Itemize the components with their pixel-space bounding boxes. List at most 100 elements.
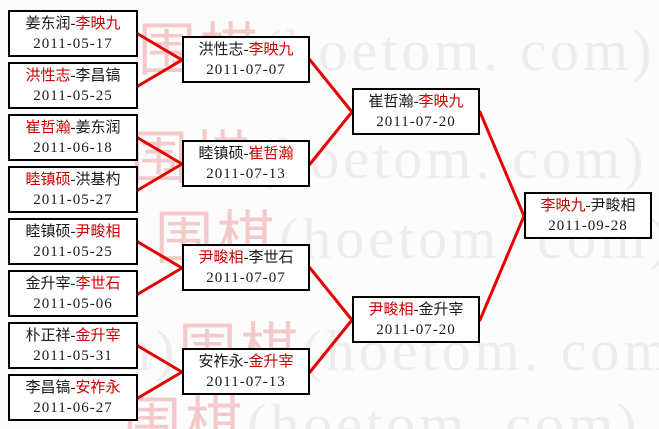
match-box-r1-3: 崔哲瀚-姜东润 2011-06-18 (8, 114, 138, 161)
player-name: 姜东润 (75, 120, 121, 136)
match-box-r1-2: 洪性志-李昌镐 2011-05-25 (8, 62, 138, 109)
match-players: 睦镇硕-尹畯相 (10, 222, 136, 242)
player-name-winner: 崔哲瀚 (248, 146, 294, 162)
player-name-winner: 尹畯相 (75, 224, 121, 240)
connector-line (136, 370, 184, 400)
match-date: 2011-07-13 (206, 374, 286, 390)
watermark-row: 围棋(hoetom. com) (123, 396, 640, 429)
match-box-r2-2: 睦镇硕-崔哲瀚 2011-07-13 (182, 140, 310, 187)
watermark-row: 围棋(hoetom. com) (138, 22, 655, 80)
dash: - (585, 198, 591, 214)
dash: - (413, 94, 419, 110)
player-name: 金升宰 (418, 302, 464, 318)
match-box-sf-1: 崔哲瀚-李映九 2011-07-20 (352, 88, 480, 135)
match-players: 崔哲瀚-姜东润 (10, 118, 136, 138)
connector-line (308, 266, 354, 322)
dash: - (243, 146, 249, 162)
match-box-r2-3: 尹畯相-李世石 2011-07-07 (182, 244, 310, 291)
dash: - (243, 250, 249, 266)
player-name: 朴正祥 (25, 328, 71, 344)
watermark-site-text: (hoetom. com) (247, 392, 641, 429)
match-players: 李映九-尹畯相 (526, 196, 650, 216)
dash: - (70, 120, 76, 136)
watermark-site-text: (hoetom. com) (262, 18, 656, 83)
player-name-winner: 尹畯相 (198, 250, 244, 266)
match-players: 朴正祥-金升宰 (10, 326, 136, 346)
match-box-final: 李映九-尹畯相 2011-09-28 (524, 192, 652, 239)
match-box-r1-4: 睦镇硕-洪基杓 2011-05-27 (8, 166, 138, 213)
dash: - (70, 224, 76, 240)
dash: - (70, 380, 76, 396)
match-date: 2011-06-18 (33, 140, 113, 156)
player-name-winner: 安祚永 (75, 380, 121, 396)
player-name-winner: 李映九 (75, 16, 121, 32)
connector-line (136, 136, 184, 166)
dash: - (70, 68, 76, 84)
connector-line (308, 58, 354, 114)
match-players: 洪性志-李昌镐 (10, 66, 136, 86)
watermark-cjk-text: 围棋 (123, 392, 248, 429)
match-players: 睦镇硕-崔哲瀚 (184, 144, 308, 164)
match-box-r2-1: 洪性志-李映九 2011-07-07 (182, 36, 310, 83)
match-date: 2011-07-20 (376, 322, 456, 338)
player-name: 尹畯相 (590, 198, 636, 214)
player-name-winner: 金升宰 (248, 354, 294, 370)
match-date: 2011-07-07 (206, 62, 286, 78)
player-name: 姜东润 (25, 16, 71, 32)
match-players: 崔哲瀚-李映九 (354, 92, 478, 112)
match-date: 2011-05-06 (33, 296, 113, 312)
player-name-winner: 尹畯相 (368, 302, 414, 318)
match-box-r1-8: 李昌镐-安祚永 2011-06-27 (8, 374, 138, 421)
player-name: 崔哲瀚 (368, 94, 414, 110)
dash: - (70, 16, 76, 32)
watermark-site-text: (hoetom. com) (254, 126, 648, 191)
player-name-winner: 李世石 (75, 276, 121, 292)
match-date: 2011-07-13 (206, 166, 286, 182)
match-box-r1-5: 睦镇硕-尹畯相 2011-05-25 (8, 218, 138, 265)
match-players: 安祚永-金升宰 (184, 352, 308, 372)
match-box-r1-6: 金升宰-李世石 2011-05-06 (8, 270, 138, 317)
match-box-r1-7: 朴正祥-金升宰 2011-05-31 (8, 322, 138, 369)
player-name: 金升宰 (25, 276, 71, 292)
dash: - (70, 276, 76, 292)
player-name: 李世石 (248, 250, 294, 266)
match-date: 2011-05-25 (33, 88, 113, 104)
player-name-winner: 睦镇硕 (25, 172, 71, 188)
connector-line (136, 266, 184, 296)
dash: - (70, 172, 76, 188)
dash: - (243, 354, 249, 370)
player-name-winner: 李映九 (540, 198, 586, 214)
player-name: 睦镇硕 (198, 146, 244, 162)
player-name-winner: 崔哲瀚 (25, 120, 71, 136)
match-date: 2011-05-31 (33, 348, 113, 364)
match-players: 姜东润-李映九 (10, 14, 136, 34)
connector-line (136, 32, 184, 62)
player-name: 睦镇硕 (25, 224, 71, 240)
player-name-winner: 李映九 (248, 42, 294, 58)
connector-line (136, 344, 184, 374)
match-date: 2011-05-27 (33, 192, 113, 208)
match-players: 尹畯相-李世石 (184, 248, 308, 268)
match-date: 2011-07-20 (376, 114, 456, 130)
player-name-winner: 洪性志 (25, 68, 71, 84)
connector-line (308, 318, 354, 374)
match-players: 李昌镐-安祚永 (10, 378, 136, 398)
player-name: 李昌镐 (25, 380, 71, 396)
dash: - (413, 302, 419, 318)
player-name: 洪基杓 (75, 172, 121, 188)
match-date: 2011-07-07 (206, 270, 286, 286)
connector-line (136, 162, 184, 192)
match-box-r2-4: 安祚永-金升宰 2011-07-13 (182, 348, 310, 395)
player-name-winner: 李映九 (418, 94, 464, 110)
match-date: 2011-06-27 (33, 400, 113, 416)
match-date: 2011-05-17 (33, 36, 113, 52)
dash: - (70, 328, 76, 344)
player-name: 洪性志 (198, 42, 244, 58)
dash: - (243, 42, 249, 58)
connector-line (136, 58, 184, 88)
match-box-r1-1: 姜东润-李映九 2011-05-17 (8, 10, 138, 57)
match-box-sf-2: 尹畯相-金升宰 2011-07-20 (352, 296, 480, 343)
player-name-winner: 金升宰 (75, 328, 121, 344)
